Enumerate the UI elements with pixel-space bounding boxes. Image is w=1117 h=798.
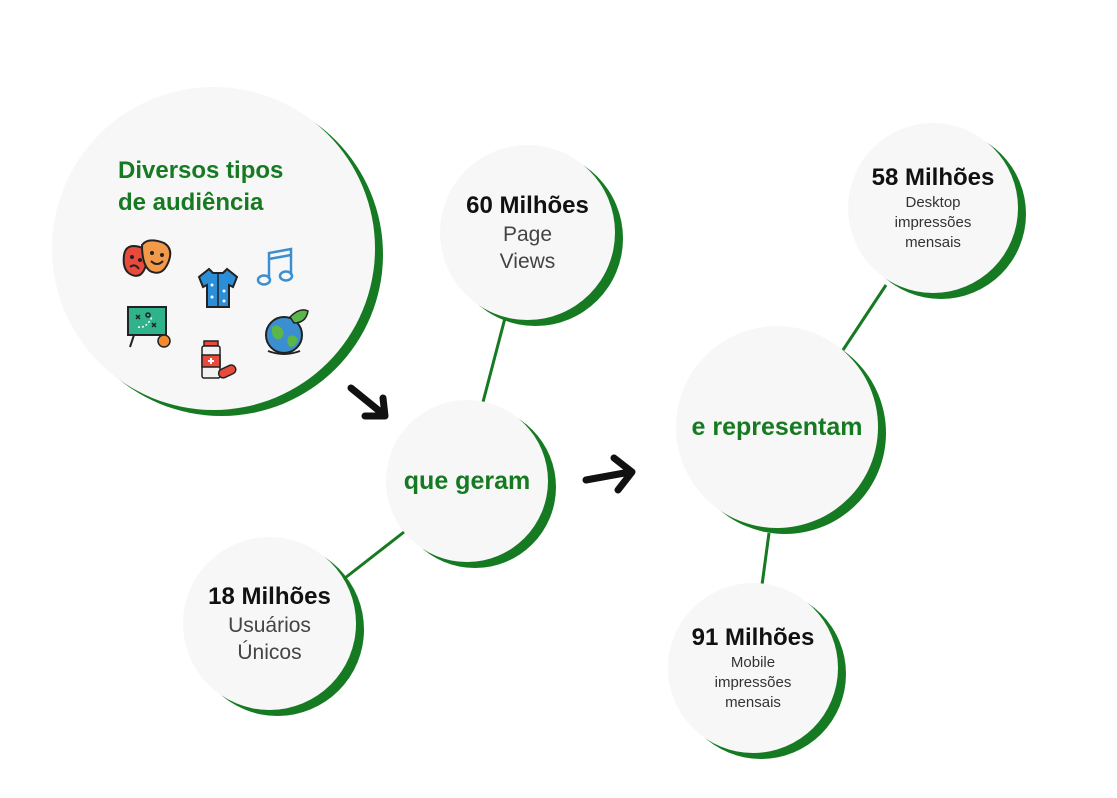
- earth-icon: [265, 309, 309, 355]
- audience-circle: Diversos tipos de audiência: [52, 87, 375, 410]
- mobile-circle: 91 Milhões Mobile impressões mensais: [668, 583, 838, 753]
- connector-mobile: [760, 532, 771, 586]
- theater-masks-icon: [122, 239, 172, 277]
- unique-users-label-line1: Usuários: [228, 613, 311, 637]
- arrow-right-icon: [582, 454, 636, 494]
- desktop-circle: 58 Milhões Desktop impressões mensais: [848, 123, 1018, 293]
- page-views-label-line2: Views: [499, 249, 556, 273]
- arrow-right-icon: [347, 384, 389, 420]
- desktop-label-line3: mensais: [905, 234, 961, 251]
- page-views-circle: 60 Milhões Page Views: [440, 145, 615, 320]
- connector-pageviews: [481, 317, 507, 403]
- audience-title-line1: Diversos tipos: [118, 157, 284, 184]
- mobile-label-line2: impressões: [714, 674, 792, 691]
- tactics-board-icon: [127, 306, 171, 348]
- music-note-icon: [256, 247, 294, 286]
- audience-title: Diversos tipos de audiência: [118, 155, 283, 219]
- generate-circle: que geram: [386, 400, 548, 562]
- mobile-value: 91 Milhões: [691, 624, 815, 651]
- desktop-value: 58 Milhões: [871, 164, 995, 191]
- medicine-icon: [201, 340, 237, 379]
- page-views-label-line1: Page: [502, 222, 553, 246]
- connector-users: [344, 530, 405, 580]
- desktop-label-line1: Desktop: [905, 194, 961, 211]
- desktop-label-line2: impressões: [894, 214, 972, 231]
- audience-title-line2: de audiência: [118, 189, 264, 216]
- connector-desktop: [841, 284, 888, 351]
- represent-label: e representam: [691, 412, 863, 441]
- unique-users-value: 18 Milhões: [208, 582, 331, 610]
- unique-users-label-line2: Únicos: [237, 640, 302, 664]
- shirt-icon: [197, 267, 239, 308]
- unique-users-circle: 18 Milhões Usuários Únicos: [183, 537, 356, 710]
- generate-label: que geram: [403, 466, 531, 495]
- represent-circle: e representam: [676, 326, 878, 528]
- mobile-label-line3: mensais: [725, 694, 781, 711]
- page-views-value: 60 Milhões: [466, 191, 589, 219]
- mobile-label-line1: Mobile: [730, 654, 776, 671]
